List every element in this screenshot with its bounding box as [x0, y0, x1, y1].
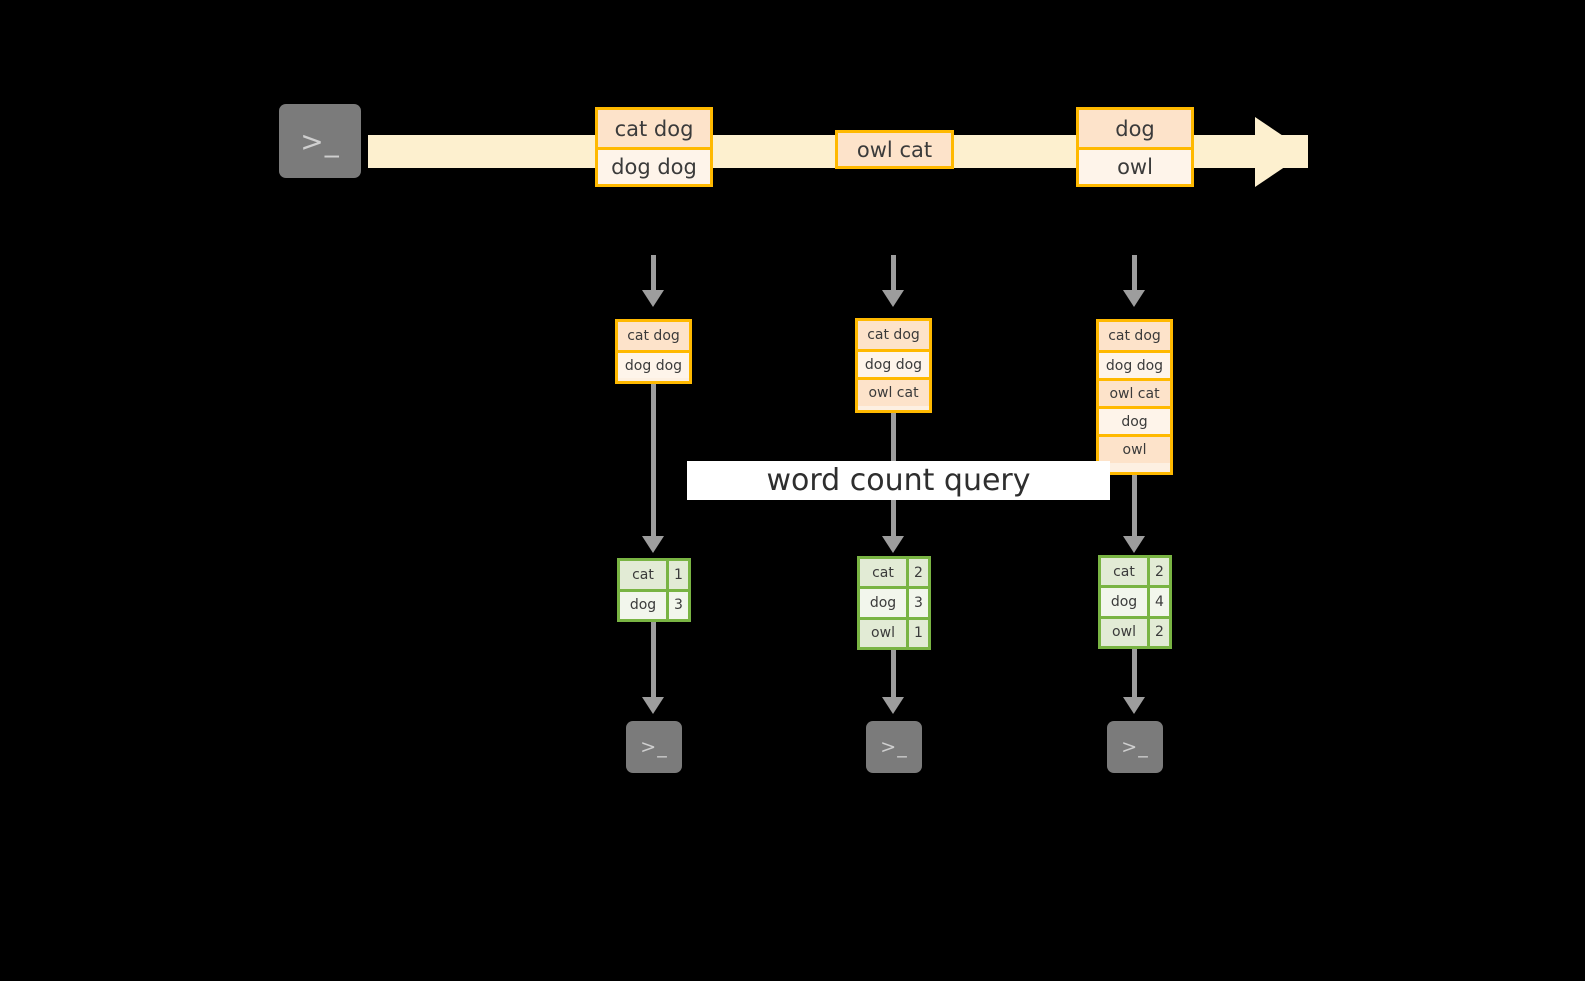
snapshot-row: dog dog: [858, 349, 929, 377]
snapshot-row: dog: [1099, 406, 1170, 434]
result-row: dog 3: [860, 586, 928, 617]
snapshot-row: owl: [1099, 434, 1170, 463]
snapshot-table-1[interactable]: cat dog dog dog: [615, 319, 692, 384]
result-word: owl: [1101, 618, 1147, 646]
result-table-3[interactable]: cat 2 dog 4 owl 2: [1098, 555, 1172, 649]
result-word: cat: [620, 561, 666, 589]
snapshot-row: owl cat: [1099, 378, 1170, 406]
sink-terminal-icon-2[interactable]: >_: [859, 714, 929, 780]
query-connector-1: [651, 384, 656, 537]
sink-connector-1: [651, 622, 656, 698]
stream-event-line: dog: [1079, 110, 1191, 147]
snapshot-row: dog dog: [618, 350, 689, 378]
stream-tap-dash-1: [651, 255, 656, 291]
result-count: 4: [1147, 588, 1169, 616]
stream-event-line: dog dog: [598, 147, 710, 184]
result-word: cat: [1101, 558, 1147, 586]
terminal-prompt-glyph: >_: [300, 124, 340, 158]
result-row: dog 3: [620, 588, 688, 619]
result-count: 2: [1147, 558, 1169, 586]
snapshot-row: owl cat: [858, 377, 929, 406]
query-connector-3: [1132, 475, 1137, 537]
result-row: owl 1: [860, 616, 928, 647]
stream-event-group-1[interactable]: cat dog dog dog: [595, 107, 713, 187]
stream-tap-arrowhead-1: [642, 290, 664, 307]
result-row: cat 2: [1101, 558, 1169, 586]
query-connector-arrowhead-3: [1123, 536, 1145, 553]
stream-tap-dash-2: [891, 255, 896, 291]
result-word: dog: [620, 591, 666, 619]
sink-terminal-icon-1[interactable]: >_: [619, 714, 689, 780]
snapshot-row: dog dog: [1099, 350, 1170, 378]
stream-tap-arrowhead-3: [1123, 290, 1145, 307]
result-row: dog 4: [1101, 585, 1169, 616]
result-row: owl 2: [1101, 615, 1169, 646]
result-count: 1: [906, 619, 928, 647]
result-word: dog: [860, 589, 906, 617]
snapshot-table-2[interactable]: cat dog dog dog owl cat: [855, 318, 932, 413]
stream-event-group-3[interactable]: dog owl: [1076, 107, 1194, 187]
stream-event-group-2[interactable]: owl cat: [835, 130, 954, 169]
stream-tap-dash-3: [1132, 255, 1137, 291]
sink-connector-arrowhead-2: [882, 697, 904, 714]
snapshot-table-3[interactable]: cat dog dog dog owl cat dog owl: [1096, 319, 1173, 475]
result-count: 3: [666, 591, 688, 619]
result-table-2[interactable]: cat 2 dog 3 owl 1: [857, 556, 931, 650]
snapshot-row: cat dog: [1099, 322, 1170, 350]
snapshot-row: cat dog: [858, 321, 929, 349]
query-connector-arrowhead-2: [882, 536, 904, 553]
source-terminal-icon[interactable]: >_: [272, 97, 368, 185]
result-count: 1: [666, 561, 688, 589]
result-table-1[interactable]: cat 1 dog 3: [617, 558, 691, 622]
result-count: 3: [906, 589, 928, 617]
query-label: word count query: [687, 461, 1110, 500]
stream-arrowhead: [1255, 117, 1307, 187]
result-word: owl: [860, 619, 906, 647]
stream-event-line: cat dog: [598, 110, 710, 147]
sink-connector-3: [1132, 649, 1137, 698]
sink-connector-2: [891, 650, 896, 698]
result-row: cat 2: [860, 559, 928, 587]
result-word: cat: [860, 559, 906, 587]
result-count: 2: [1147, 618, 1169, 646]
stream-tap-arrowhead-2: [882, 290, 904, 307]
query-connector-arrowhead-1: [642, 536, 664, 553]
sink-connector-arrowhead-1: [642, 697, 664, 714]
sink-connector-arrowhead-3: [1123, 697, 1145, 714]
stream-event-line: owl: [1079, 147, 1191, 184]
sink-terminal-icon-3[interactable]: >_: [1100, 714, 1170, 780]
terminal-prompt-glyph: >_: [880, 736, 908, 758]
stream-event-line: owl cat: [838, 133, 951, 166]
terminal-prompt-glyph: >_: [640, 736, 668, 758]
result-count: 2: [906, 559, 928, 587]
snapshot-row: cat dog: [618, 322, 689, 350]
terminal-prompt-glyph: >_: [1121, 736, 1149, 758]
result-row: cat 1: [620, 561, 688, 589]
result-word: dog: [1101, 588, 1147, 616]
